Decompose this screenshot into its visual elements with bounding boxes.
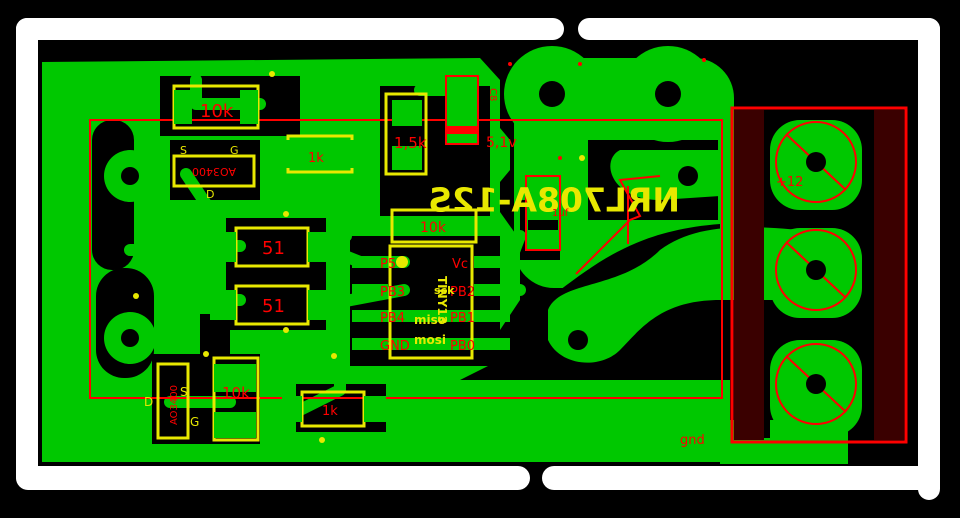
resistor-1-5k [384, 92, 428, 176]
r-51b-label: 51 [262, 296, 285, 317]
ic-center-sck: sck [434, 284, 455, 297]
ic-pin-left-2: PB3 [380, 285, 405, 300]
mosfet-top-s: S [180, 144, 187, 157]
ic-tiny13-body [388, 244, 474, 360]
mosfet-top-label: AO3400 [192, 165, 236, 178]
resistor-10k-bottom [212, 356, 260, 442]
terminal-block-12v [730, 106, 908, 444]
r-top2-label: 1k [308, 151, 324, 166]
ic-name-label: TINY13 [435, 276, 449, 324]
ic-pin-right-2: PB2 [450, 285, 475, 300]
ic-pin-right-4: PB0 [450, 339, 475, 354]
board-name-label: NRL708A-12S [428, 181, 680, 220]
ic-pin-left-4: GND [380, 339, 410, 354]
r-51a-label: 51 [262, 238, 285, 259]
ic-pin-left-1: P5 [380, 257, 396, 272]
ic-center-mosi: mosi [414, 333, 446, 347]
vias [133, 71, 585, 443]
cap-small-label: 1uf [552, 208, 569, 219]
r-bottom2-label: 1k [322, 404, 338, 419]
plus12-label: +12 [776, 175, 803, 190]
mosfet-top-body [172, 154, 256, 188]
mosfet-bottom-g: G [190, 415, 199, 429]
cap-vertical-label: C8 [487, 88, 498, 101]
zener-diode [445, 75, 561, 251]
mosfet-top-g: G [230, 144, 239, 157]
mosfet-bottom-label: AO3400 [169, 385, 180, 425]
r-mid-label: 10k [420, 220, 447, 236]
red-dots [508, 58, 706, 160]
board-frame [16, 18, 940, 500]
r-bottom-label: 10k [222, 384, 250, 402]
labels: NRL708A-12S 10k S G D AO3400 1k 1,5k 10k… [144, 88, 803, 448]
ic-pin-left-3: PB4 [380, 311, 405, 326]
ic-pin-right-1: Vc [452, 257, 468, 272]
ic-pin-right-3: PB1 [450, 311, 475, 326]
r-top-label: 10k [200, 101, 234, 122]
ic-center-miso: miso [414, 313, 446, 327]
r-15-label: 1,5k [394, 134, 427, 152]
mosfet-bottom-d: D [144, 395, 153, 409]
zener-label: 5,1v [486, 135, 517, 151]
mosfet-bottom-body [156, 362, 190, 440]
mosfet-top-d: D [206, 188, 214, 201]
resistor-10k-mid [390, 208, 478, 244]
mosfet-bottom-s: S [180, 385, 188, 399]
gnd-label: gnd [680, 433, 705, 448]
